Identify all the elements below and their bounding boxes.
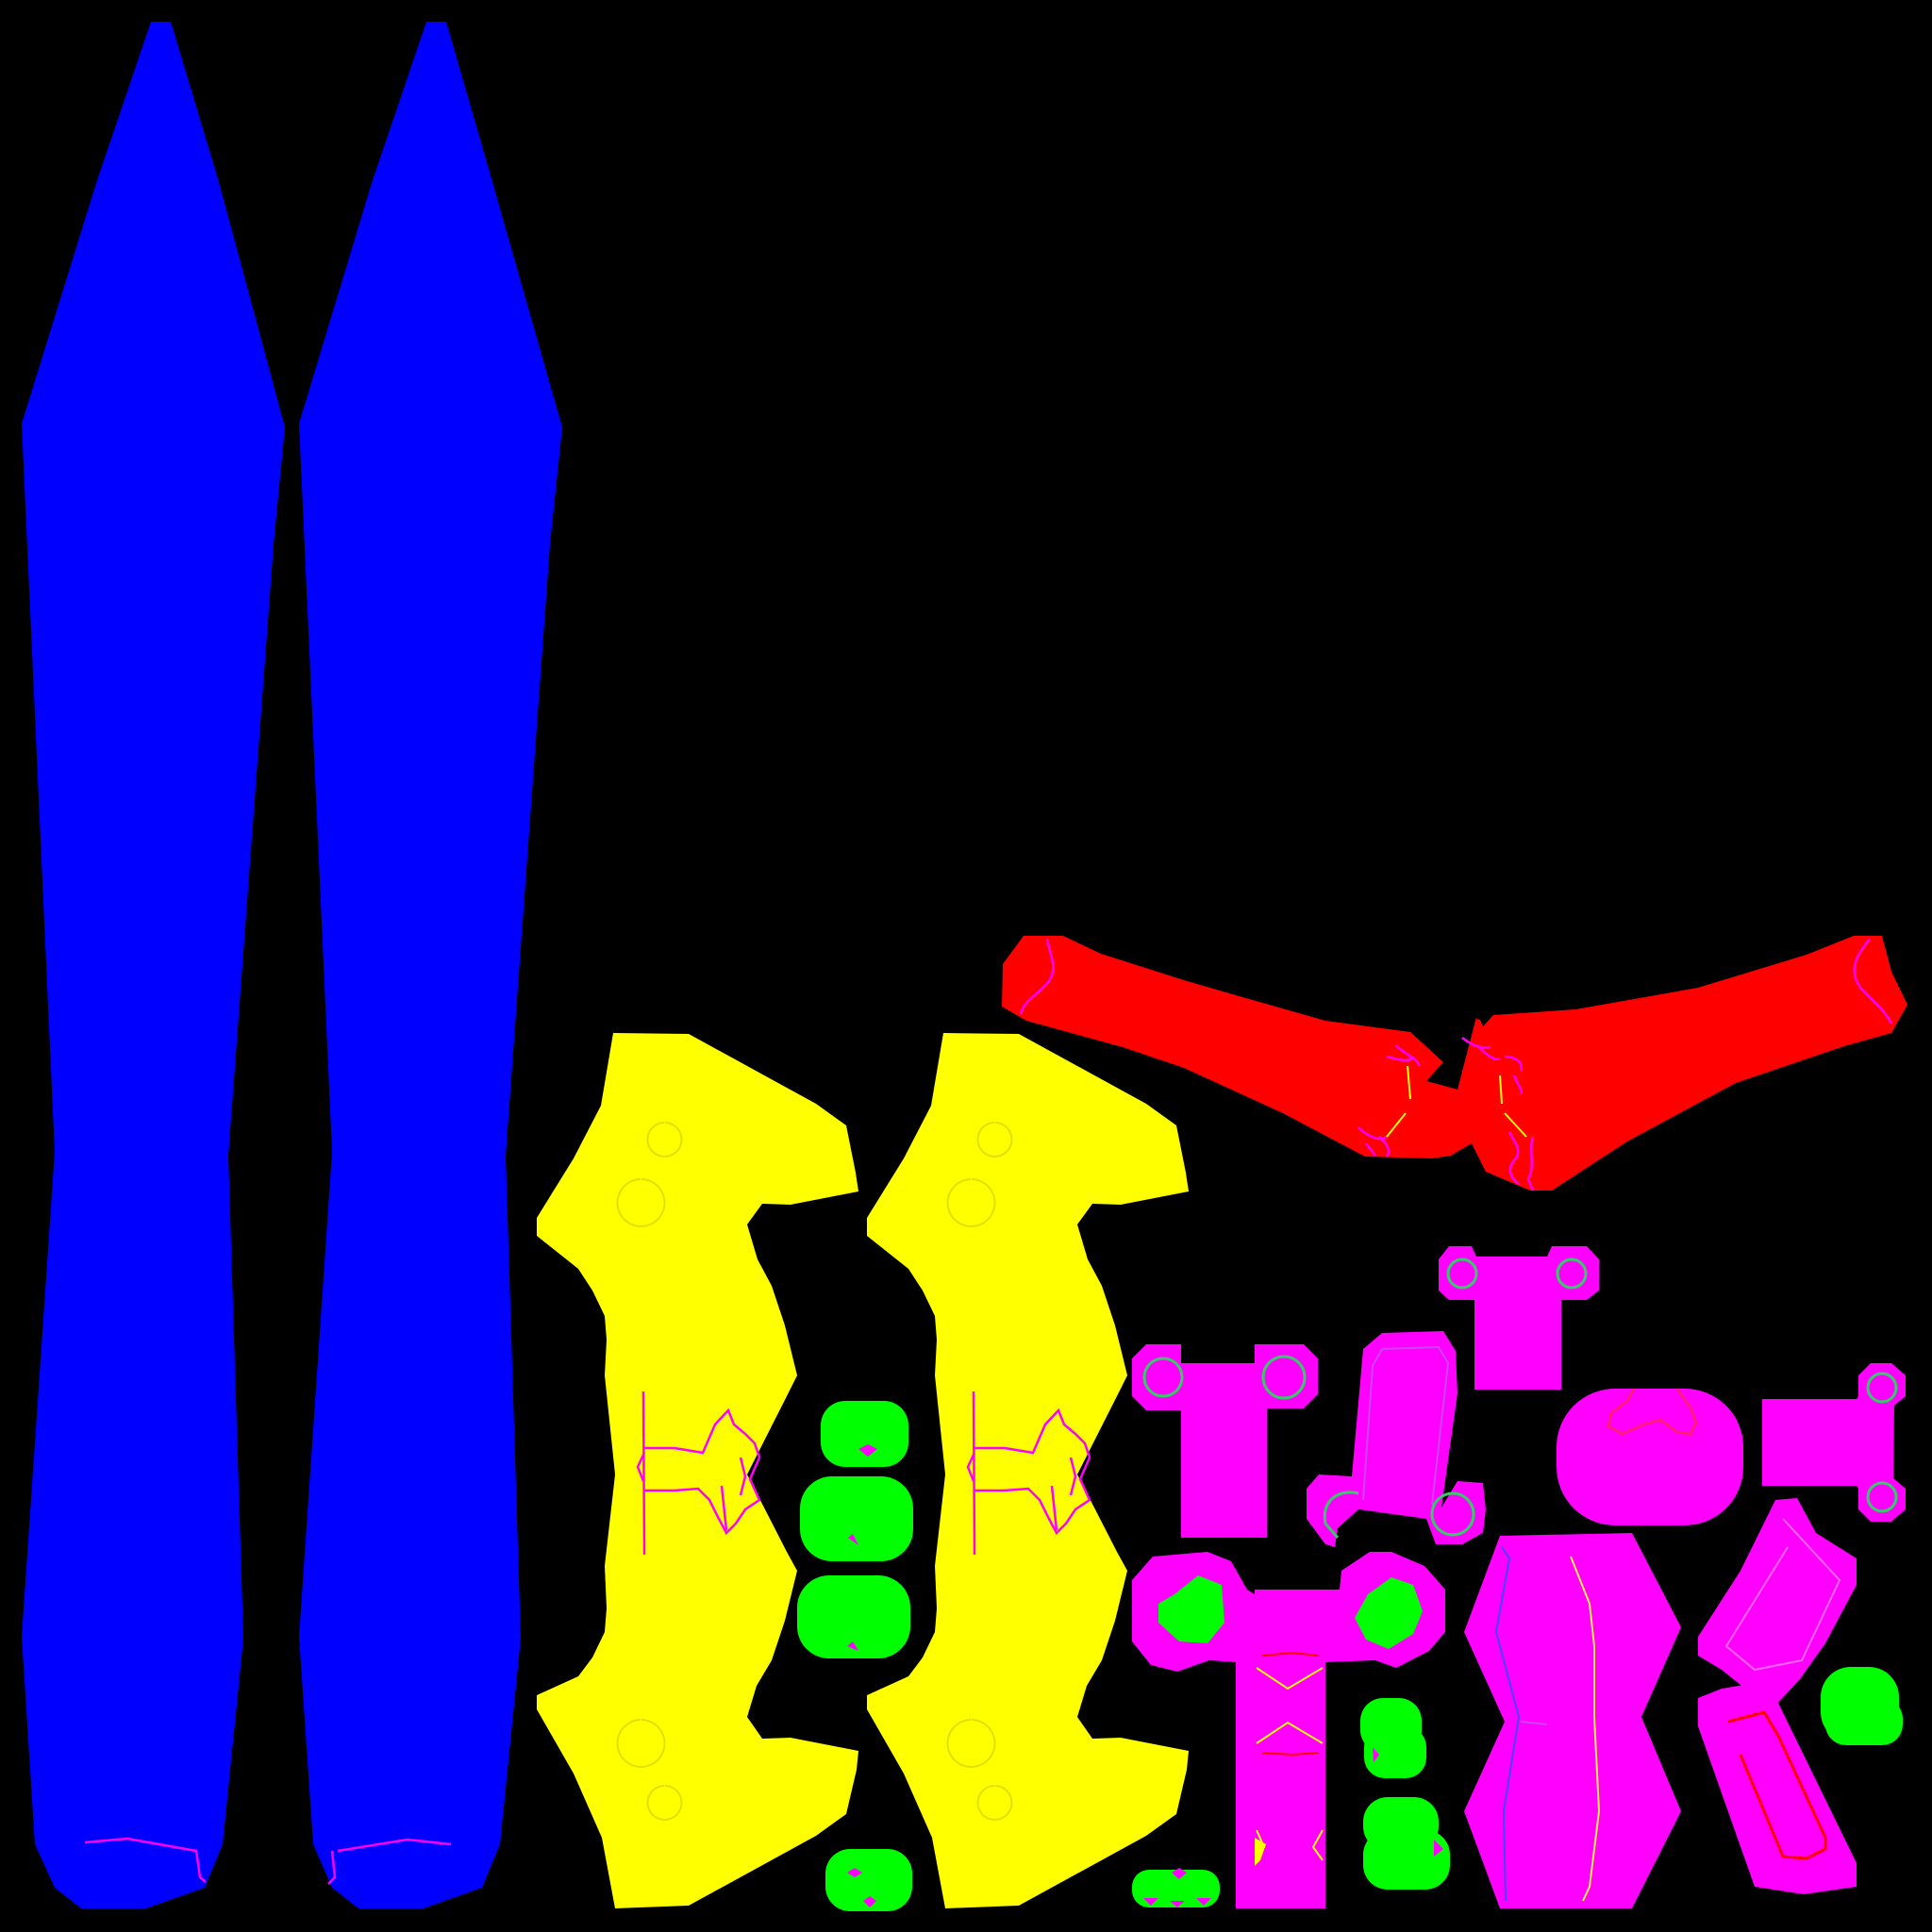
blue-leg-island-right [299, 22, 562, 1908]
green-island-stack-2 [1360, 1698, 1450, 1890]
magenta-island-legs-block [1132, 1552, 1445, 1908]
blue-leg-island-left [22, 22, 285, 1908]
magenta-island-leg-long [1464, 1533, 1681, 1908]
magenta-island-forearm-upper [1698, 1498, 1857, 1707]
red-arm-island [1002, 936, 1907, 1191]
magenta-island-t-left [1132, 1344, 1318, 1538]
magenta-island-t-top [1439, 1246, 1599, 1390]
yellow-torso-island-left [537, 1033, 858, 1908]
magenta-island-t-right [1762, 1363, 1906, 1522]
magenta-island-arm-segment [1307, 1331, 1486, 1547]
yellow-torso-island-right [867, 1033, 1189, 1908]
magenta-island-hip [1557, 1388, 1743, 1525]
green-island-small-right [1821, 1667, 1903, 1745]
green-island-ring-bottom [1132, 1868, 1220, 1907]
magenta-island-forearm-lower [1698, 1684, 1857, 1894]
green-island-stack-1 [797, 1401, 913, 1911]
